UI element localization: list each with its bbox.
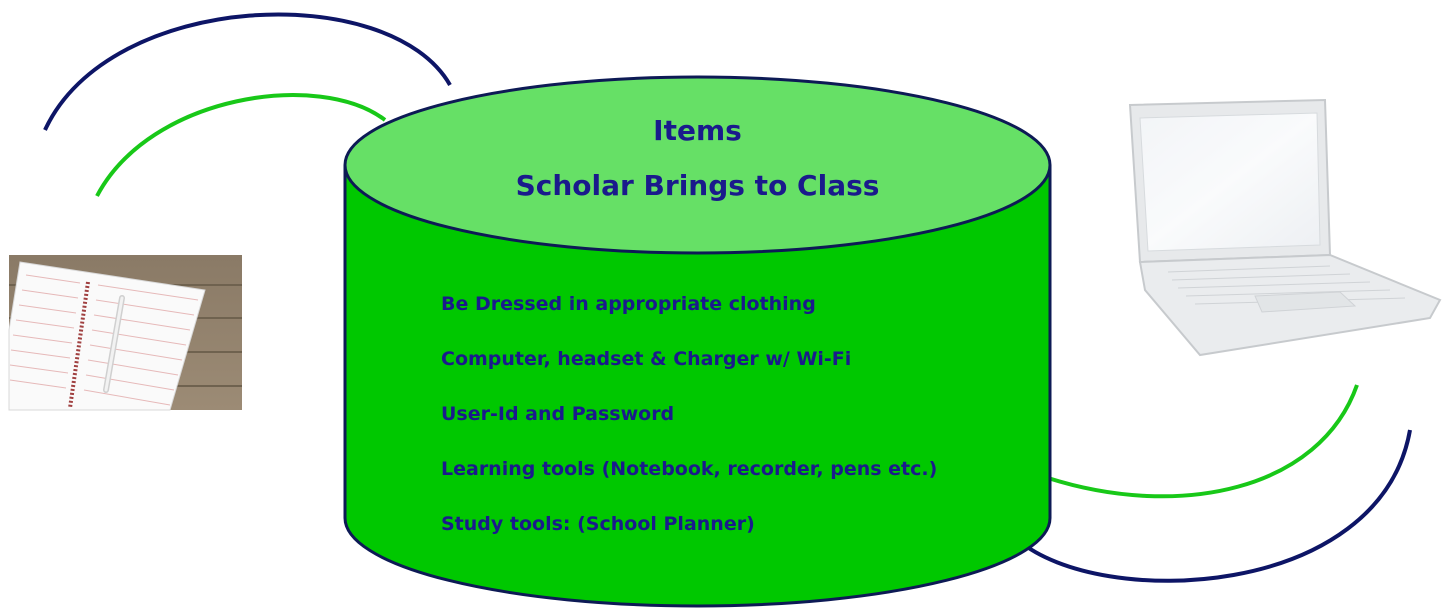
green-arc-top-left <box>95 93 387 197</box>
cylinder-top <box>343 75 1052 255</box>
cylinder-title-line1: Items <box>653 114 742 147</box>
cylinder-title-line2: Scholar Brings to Class <box>515 169 880 202</box>
navy-arc-bottom-right <box>1016 429 1412 583</box>
cylinder-shape <box>343 75 1052 608</box>
navy-arc-top-left <box>43 12 452 131</box>
list-item-credentials: User-Id and Password <box>441 403 675 425</box>
list-item-clothing: Be Dressed in appropriate clothing <box>441 293 816 315</box>
list-item-study-tools: Study tools: (School Planner) <box>441 513 755 535</box>
laptop-image <box>1128 98 1442 357</box>
list-item-computer: Computer, headset & Charger w/ Wi-Fi <box>441 348 852 370</box>
cylinder-body <box>343 165 1052 608</box>
list-item-learning-tools: Learning tools (Notebook, recorder, pens… <box>441 458 938 480</box>
green-arc-bottom-right <box>1047 384 1359 499</box>
notebook-image <box>8 255 242 411</box>
